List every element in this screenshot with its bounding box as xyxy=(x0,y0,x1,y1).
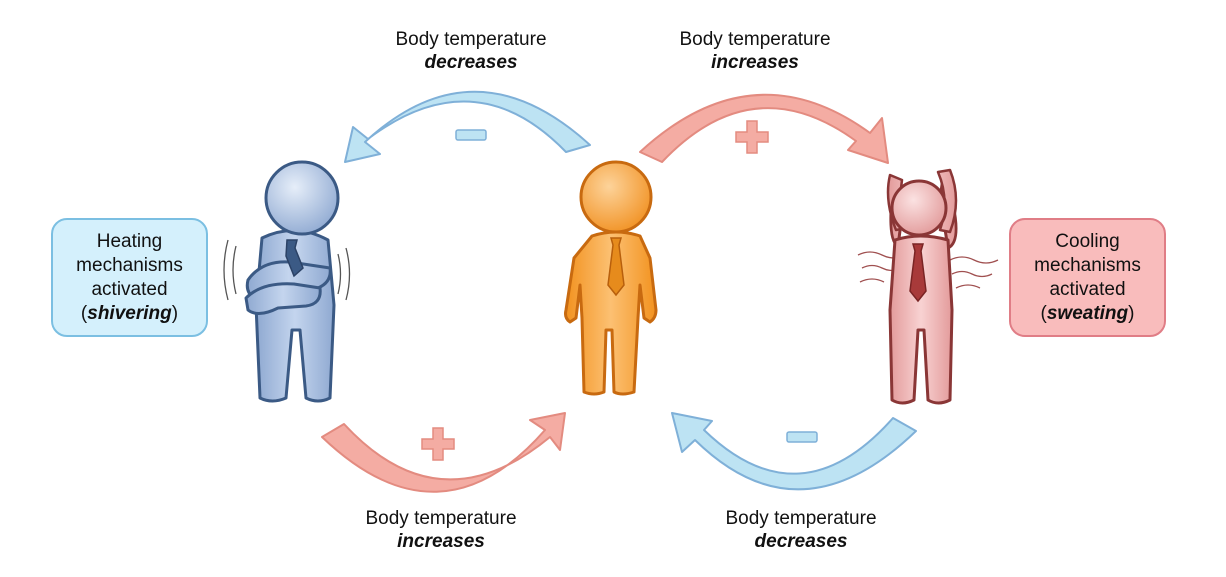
paren: ) xyxy=(1128,302,1135,324)
caption-line: Body temperature xyxy=(725,508,877,529)
caption-line: Body temperature xyxy=(395,29,547,50)
minus-icon xyxy=(455,129,487,141)
box-line: (sweating) xyxy=(1041,302,1135,326)
caption-keyword: decreases xyxy=(754,531,848,552)
hot-figure xyxy=(857,168,999,405)
caption-top-right: Body temperature increases xyxy=(635,28,875,74)
minus-icon xyxy=(786,431,818,443)
box-line: mechanisms xyxy=(76,254,183,276)
caption-line: Body temperature xyxy=(679,29,831,50)
caption-bottom-left: Body temperature increases xyxy=(321,507,561,553)
box-line: Heating xyxy=(96,230,163,252)
plus-icon xyxy=(421,427,455,461)
caption-keyword: decreases xyxy=(424,52,518,73)
arrow-bottom-right xyxy=(671,412,917,491)
paren: ( xyxy=(1040,302,1047,324)
normal-figure xyxy=(564,160,658,396)
box-line: Cooling xyxy=(1055,230,1120,252)
caption-keyword: increases xyxy=(397,531,485,552)
heating-mechanisms-box: Heating mechanisms activated (shivering) xyxy=(51,218,208,337)
arrow-top-left xyxy=(344,90,591,163)
box-line: activated xyxy=(1049,278,1126,300)
cold-figure xyxy=(223,160,351,403)
box-line: mechanisms xyxy=(1034,254,1141,276)
box-line: (shivering) xyxy=(81,302,178,326)
box-line: activated xyxy=(91,278,168,300)
arrow-top-right xyxy=(639,93,889,164)
box-keyword: sweating xyxy=(1046,302,1129,324)
caption-bottom-right: Body temperature decreases xyxy=(681,507,921,553)
cooling-mechanisms-box: Cooling mechanisms activated (sweating) xyxy=(1009,218,1166,337)
arrow-bottom-left xyxy=(321,412,566,493)
caption-keyword: increases xyxy=(711,52,799,73)
plus-icon xyxy=(735,120,769,154)
paren: ( xyxy=(80,302,88,324)
paren: ) xyxy=(171,302,179,324)
box-keyword: shivering xyxy=(87,302,172,324)
caption-line: Body temperature xyxy=(365,508,517,529)
caption-top-left: Body temperature decreases xyxy=(351,28,591,74)
